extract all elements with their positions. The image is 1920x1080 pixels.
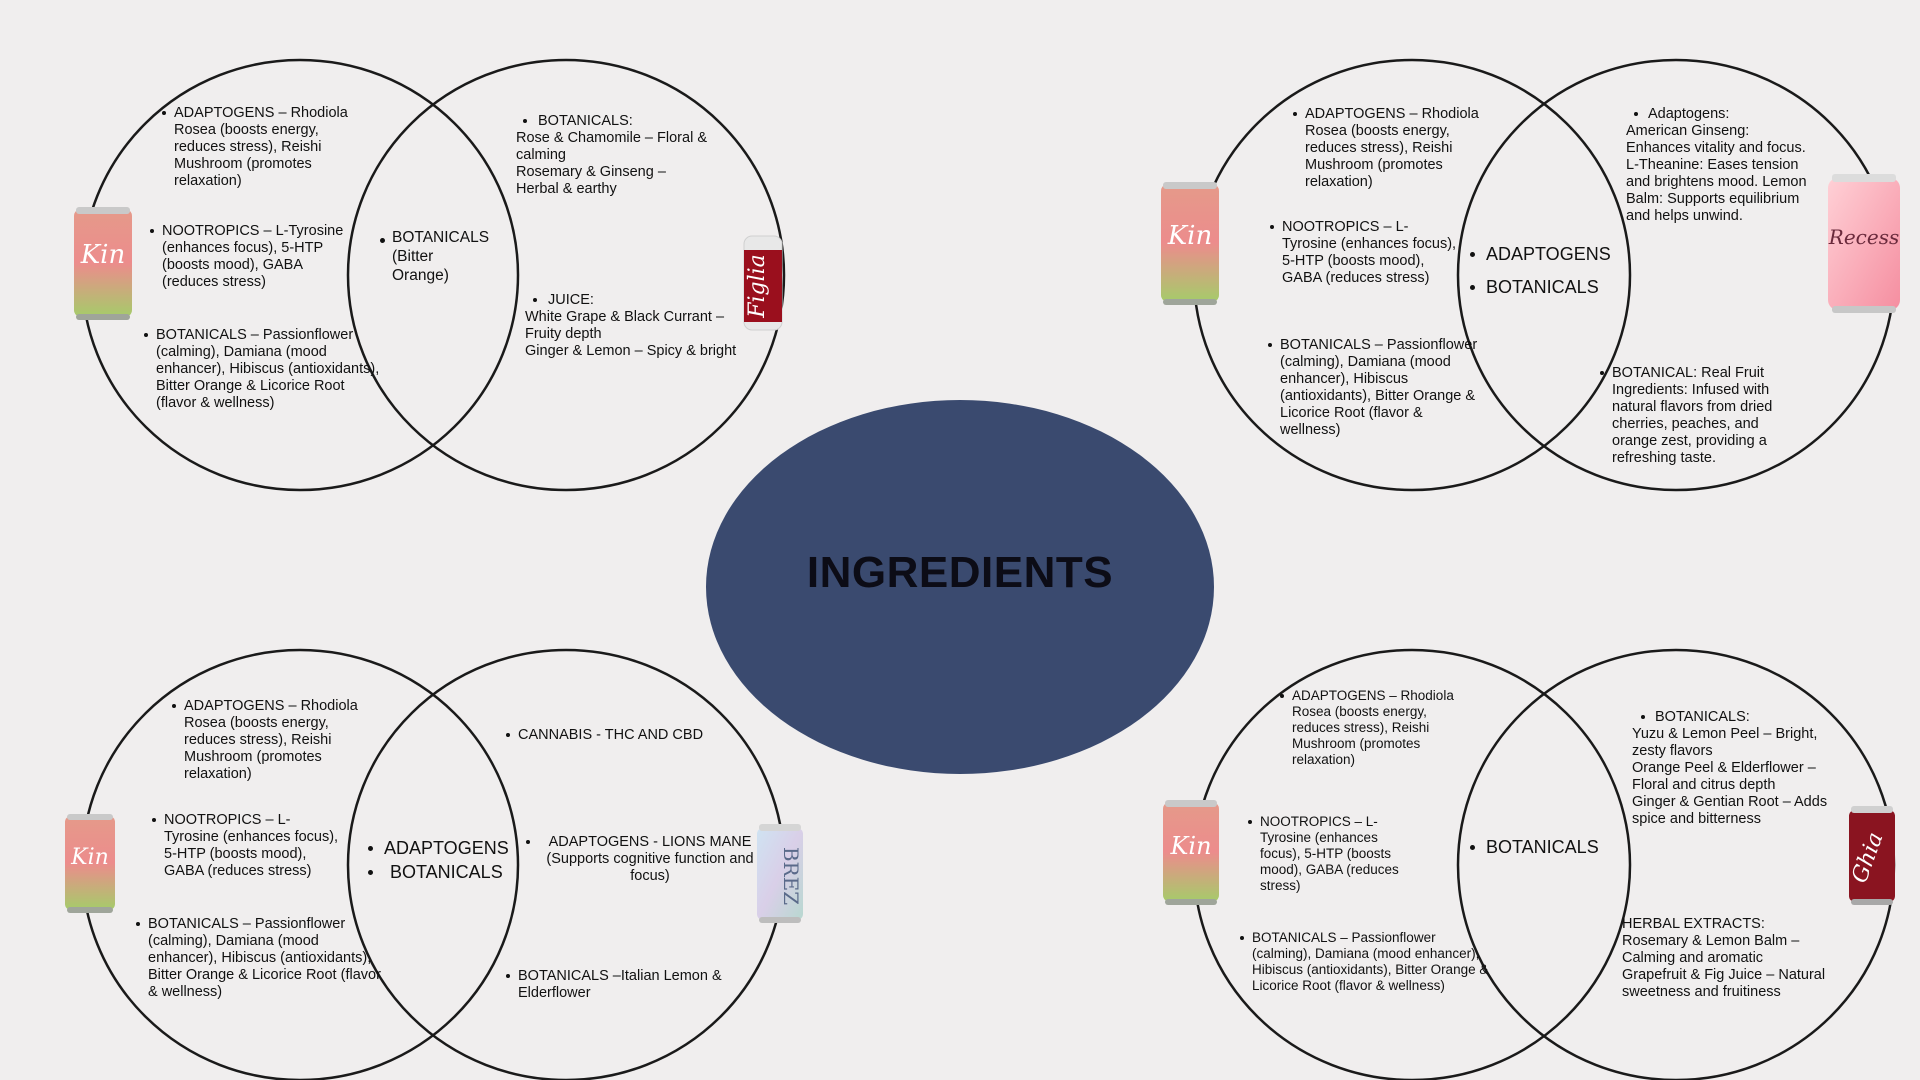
venn-top-left-circle-b: [346, 58, 786, 492]
tr-right-adaptogens: Adaptogens: American Ginseng: Enhances v…: [1626, 106, 1814, 225]
kin-euphorics-can-icon-bl: Kin: [62, 812, 118, 916]
tr-overlap-item1: ADAPTOGENS: [1468, 242, 1628, 266]
kin-euphorics-can-icon: Kin: [70, 205, 136, 323]
bl-nootropics: NOOTROPICS – L-Tyrosine (enhances focus)…: [150, 812, 344, 880]
bl-overlap-item2: BOTANICALS: [366, 860, 526, 884]
tl-right-juice-l3: Ginger & Lemon – Spicy & bright: [525, 343, 737, 359]
bl-overlap: ADAPTOGENS BOTANICALS: [366, 836, 526, 884]
br-right-herbal-l1: Rosemary & Lemon Balm –: [1622, 933, 1800, 949]
bl-right-adaptogens: ADAPTOGENS - LIONS MANE (Supports cognit…: [524, 834, 762, 885]
brez-can-icon: BREZ: [754, 822, 806, 926]
tl-right-botanicals-l4: Herbal & earthy: [516, 181, 617, 197]
svg-text:Kin: Kin: [1167, 221, 1212, 251]
tl-right-juice: JUICE: White Grape & Black Currant – Fru…: [525, 292, 750, 360]
tr-botanicals: BOTANICALS – Passionflower (calming), Da…: [1266, 337, 1480, 439]
br-right-herbal-l3: Grapefruit & Fig Juice – Natural: [1622, 967, 1826, 983]
tr-right-botanical: BOTANICAL: Real Fruit Ingredients: Infus…: [1598, 365, 1792, 467]
br-overlap: BOTANICALS: [1468, 835, 1628, 859]
tl-right-botanicals-title: BOTANICALS:: [516, 113, 726, 130]
svg-text:Kin: Kin: [1169, 832, 1211, 860]
br-right-botanicals-title: BOTANICALS:: [1632, 709, 1842, 726]
br-right-botanicals-l2: zesty flavors: [1632, 743, 1713, 759]
ghia-can-icon: Ghia: [1846, 804, 1898, 908]
kin-euphorics-can-icon-br: Kin: [1160, 798, 1222, 908]
tl-right-juice-l1: White Grape & Black Currant –: [525, 309, 725, 325]
br-right-herbal-title: HERBAL EXTRACTS:: [1622, 916, 1765, 932]
tl-right-botanicals: BOTANICALS: Rose & Chamomile – Floral & …: [516, 113, 726, 198]
svg-text:Kin: Kin: [70, 845, 109, 870]
tr-nootropics: NOOTROPICS – L-Tyrosine (enhances focus)…: [1268, 219, 1460, 287]
tl-overlap-l3: Orange): [392, 267, 449, 284]
tl-adaptogens: ADAPTOGENS – Rhodiola Rosea (boosts ener…: [160, 105, 364, 190]
br-right-herbal-l2: Calming and aromatic: [1622, 950, 1764, 966]
tl-right-botanicals-l3: Rosemary & Ginseng –: [516, 164, 666, 180]
tl-overlap-l2: (Bitter: [392, 248, 434, 265]
bl-right-cannabis: CANNABIS - THC AND CBD: [504, 727, 748, 744]
br-right-botanicals-l4: Floral and citrus depth: [1632, 777, 1776, 793]
bl-overlap-item1: ADAPTOGENS: [366, 836, 526, 860]
tl-right-juice-l2: Fruity depth: [525, 326, 602, 342]
tr-overlap-item2: BOTANICALS: [1468, 275, 1628, 299]
bl-adaptogens: ADAPTOGENS – Rhodiola Rosea (boosts ener…: [170, 698, 374, 783]
tr-right-adaptogens-body: American Ginseng: Enhances vitality and …: [1626, 123, 1807, 224]
figlia-bottle-icon: Figlia: [738, 230, 788, 334]
bl-botanicals: BOTANICALS – Passionflower (calming), Da…: [134, 916, 388, 1001]
recess-can-icon: Recess: [1824, 172, 1904, 316]
svg-text:Kin: Kin: [80, 240, 125, 270]
br-right-botanicals-l5: Ginger & Gentian Root – Adds: [1632, 794, 1828, 810]
tr-adaptogens: ADAPTOGENS – Rhodiola Rosea (boosts ener…: [1291, 106, 1485, 191]
br-right-botanicals-l3: Orange Peel & Elderflower –: [1632, 760, 1816, 776]
br-nootropics: NOOTROPICS – L-Tyrosine (enhances focus)…: [1246, 814, 1420, 894]
br-right-herbal: HERBAL EXTRACTS: Rosemary & Lemon Balm –…: [1622, 916, 1832, 1001]
svg-text:Figlia: Figlia: [745, 254, 770, 319]
tr-right-adaptogens-title: Adaptogens:: [1626, 106, 1814, 123]
br-overlap-item1: BOTANICALS: [1468, 835, 1628, 859]
center-title: INGREDIENTS: [806, 548, 1114, 597]
tl-overlap: BOTANICALS (Bitter Orange): [378, 228, 512, 285]
center-ellipse: INGREDIENTS: [706, 400, 1214, 774]
tl-botanicals: BOTANICALS – Passionflower (calming), Da…: [142, 327, 386, 412]
br-right-botanicals: BOTANICALS: Yuzu & Lemon Peel – Bright, …: [1632, 709, 1842, 828]
br-right-botanicals-l6: spice and bitterness: [1632, 811, 1761, 827]
br-botanicals: BOTANICALS – Passionflower (calming), Da…: [1238, 930, 1492, 994]
br-right-botanicals-l1: Yuzu & Lemon Peel – Bright,: [1632, 726, 1818, 742]
svg-text:BREZ: BREZ: [779, 847, 803, 905]
tr-overlap: ADAPTOGENS BOTANICALS: [1468, 242, 1628, 299]
tl-overlap-l1: BOTANICALS: [392, 229, 490, 246]
bl-right-botanicals: BOTANICALS –Italian Lemon & Elderflower: [504, 968, 748, 1002]
br-right-herbal-l4: sweetness and fruitiness: [1622, 984, 1781, 1000]
svg-text:Recess: Recess: [1828, 225, 1899, 249]
tl-right-botanicals-l2: calming: [516, 147, 566, 163]
br-adaptogens: ADAPTOGENS – Rhodiola Rosea (boosts ener…: [1278, 688, 1472, 768]
tl-right-juice-title: JUICE:: [525, 292, 750, 309]
kin-euphorics-can-icon-tr: Kin: [1157, 180, 1223, 308]
tl-right-botanicals-l1: Rose & Chamomile – Floral &: [516, 130, 707, 146]
tl-nootropics: NOOTROPICS – L-Tyrosine (enhances focus)…: [148, 223, 362, 291]
